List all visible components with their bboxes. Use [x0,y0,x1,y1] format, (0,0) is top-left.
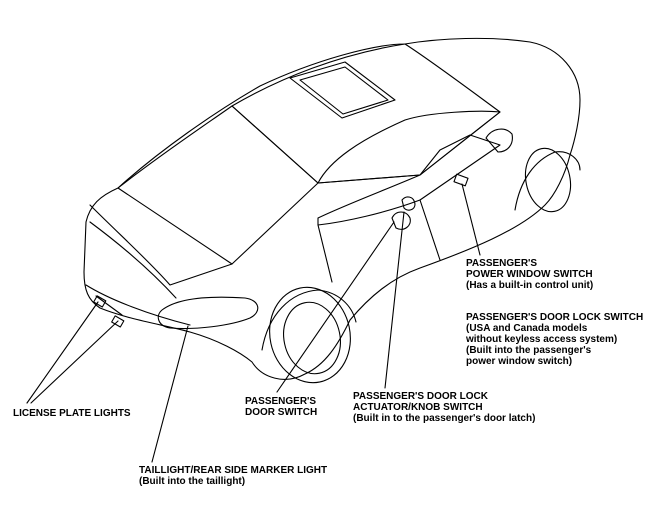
rear-bumper [85,284,191,326]
trunk-outline [89,204,233,286]
taillight-label: TAILLIGHT/REAR SIDE MARKER LIGHT (Built … [139,465,328,487]
power-window-switch [453,173,469,187]
leader-door-switch [276,221,395,393]
front-wheel [524,147,572,213]
license-plate-lamp-right [111,315,125,328]
power-window-switch-label: PASSENGER'S POWER WINDOW SWITCH (Has a b… [466,258,594,291]
license-plate-lights-label: LICENSE PLATE LIGHTS [13,408,131,419]
leader-plate-left [26,301,99,404]
car-body-outline [83,37,581,380]
door-lock-actuator [391,211,411,230]
sunroof-outline [289,61,396,119]
door-lock-actuator-label: PASSENGER'S DOOR LOCK ACTUATOR/KNOB SWIT… [353,391,536,424]
door-lock-switch-label: PASSENGER'S DOOR LOCK SWITCH (USA and Ca… [466,312,644,367]
door-switch-label: PASSENGER'S DOOR SWITCH [245,396,318,418]
side-window-outline [317,110,501,184]
leader-taillight [151,325,189,463]
door-line [419,199,441,261]
taillight-shape [157,296,259,330]
roof-outline [231,43,501,184]
rear-window-outline [117,105,319,265]
leader-window-switch [461,183,481,256]
license-plate-lamp-left [93,295,107,308]
leader-plate-right [30,320,119,404]
rear-wheel [283,301,341,375]
rear-wheel-arch [261,289,357,351]
leader-actuator [384,211,405,389]
side-mirror [485,128,513,153]
